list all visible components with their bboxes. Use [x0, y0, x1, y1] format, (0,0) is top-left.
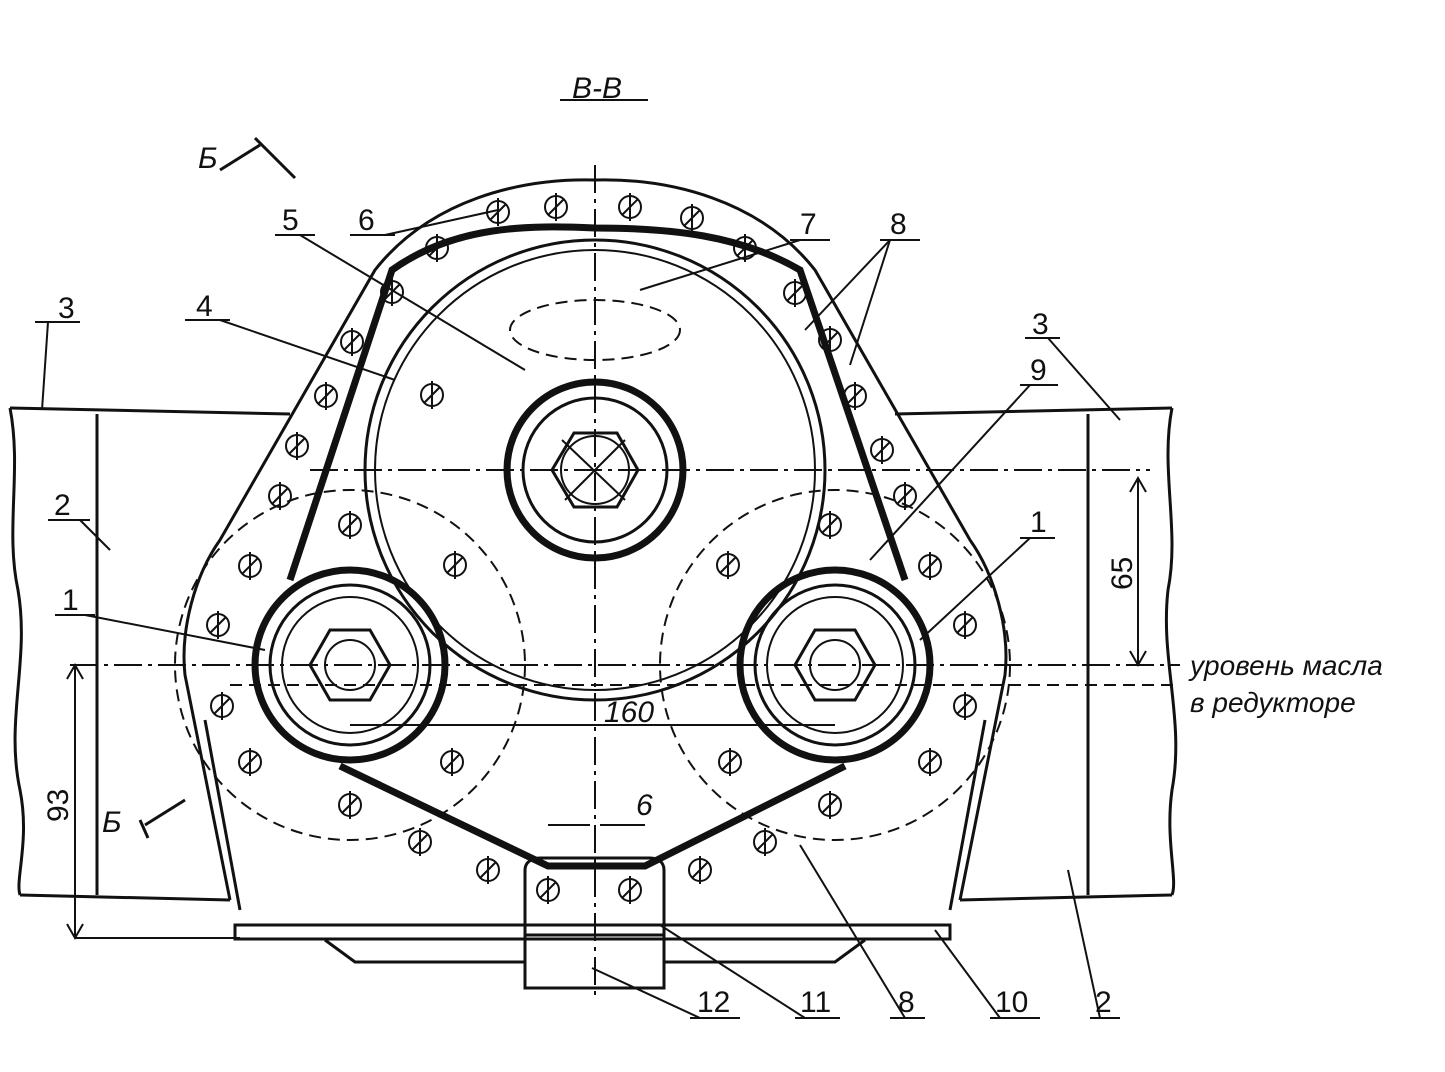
bolt-hole: [238, 748, 262, 776]
bolt-hole: [443, 551, 467, 579]
bolt-hole: [783, 279, 807, 307]
view-marker-bottom: Б: [102, 806, 122, 839]
bolt-hole: [338, 791, 362, 819]
bolt-hole: [918, 552, 942, 580]
bolt-hole: [408, 828, 432, 856]
bolt-hole: [285, 432, 309, 460]
bolt-hole: [716, 551, 740, 579]
bolt-hole: [843, 382, 867, 410]
bolt-hole: [380, 278, 404, 306]
oil-level-note-line1: уровень масла: [1188, 650, 1383, 681]
bolt-hole: [425, 234, 449, 262]
bolt-hole: [753, 828, 777, 856]
left-frame-member: [8, 406, 291, 902]
bolt-hole: [544, 193, 568, 221]
view-marker-top: Б: [198, 142, 218, 175]
flange-bolts: [206, 193, 977, 904]
bolt-hole: [340, 328, 364, 356]
callout-5: 5: [282, 204, 299, 237]
bolt-hole: [893, 482, 917, 510]
callout-1-right: 1: [1030, 506, 1047, 539]
chain-belt: [251, 223, 934, 870]
callout-12: 12: [697, 986, 730, 1019]
right-frame-member: [894, 406, 1178, 902]
bolt-hole: [870, 436, 894, 464]
callout-3-right: 3: [1032, 308, 1049, 341]
bolt-hole: [953, 611, 977, 639]
callout-11: 11: [800, 986, 831, 1019]
callout-8-top: 8: [890, 208, 907, 241]
bolt-hole: [268, 482, 292, 510]
bolt-hole: [210, 692, 234, 720]
bolt-hole: [818, 326, 842, 354]
callout-1-left: 1: [62, 584, 79, 617]
bolt-hole: [420, 381, 444, 409]
section-title: В-В: [572, 72, 622, 105]
callout-10: 10: [995, 986, 1028, 1019]
bolt-hole: [818, 791, 842, 819]
bolt-hole: [338, 511, 362, 539]
callout-3-left: 3: [58, 292, 75, 325]
dimension-lines: [66, 475, 1147, 941]
bolt-hole: [536, 876, 560, 904]
callout-4: 4: [196, 290, 213, 323]
callout-2-left: 2: [54, 489, 71, 522]
bolt-hole: [618, 876, 642, 904]
callout-9: 9: [1030, 354, 1047, 387]
callout-8-bottom: 8: [898, 986, 915, 1019]
bolt-hole: [918, 748, 942, 776]
callout-6: 6: [358, 204, 375, 237]
center-lines: [70, 165, 1180, 1000]
callout-7: 7: [800, 208, 817, 241]
dimension-65: 65: [1106, 557, 1139, 590]
bolt-hole: [314, 382, 338, 410]
bolt-hole: [818, 511, 842, 539]
bolt-hole: [440, 748, 464, 776]
bolt-hole: [688, 856, 712, 884]
bolt-hole: [206, 611, 230, 639]
section-marker-arrows: [138, 136, 297, 839]
dimension-6: 6: [636, 789, 653, 822]
dimension-160: 160: [604, 696, 654, 729]
bolt-hole: [238, 552, 262, 580]
bolt-hole: [618, 193, 642, 221]
dimension-93: 93: [42, 789, 75, 822]
bolt-hole: [680, 204, 704, 232]
oil-level-note-line2: в редукторе: [1190, 687, 1356, 718]
bolt-hole: [476, 856, 500, 884]
bolt-hole: [953, 692, 977, 720]
bolt-hole: [718, 748, 742, 776]
callout-2-bottom: 2: [1095, 986, 1112, 1019]
leader-lines: [35, 99, 1121, 1019]
